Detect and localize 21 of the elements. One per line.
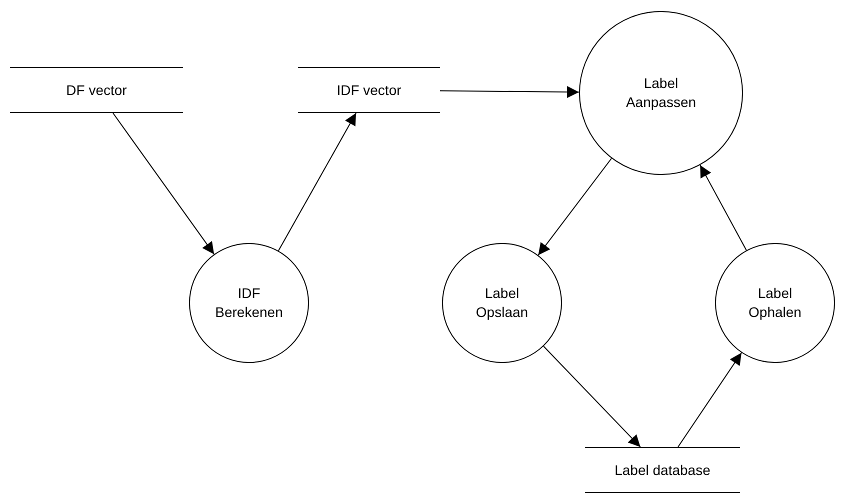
arrow — [543, 346, 641, 448]
node-label: IDF vector — [336, 80, 402, 100]
node-label: Label Ophalen — [748, 284, 802, 322]
process-circle — [715, 243, 835, 363]
process-circle — [189, 243, 309, 363]
data-store — [10, 67, 183, 113]
arrow — [278, 112, 357, 252]
arrow — [440, 86, 580, 98]
arrow — [112, 112, 215, 255]
data-store — [585, 447, 740, 493]
arrow — [678, 352, 742, 448]
node-label: Label database — [614, 460, 710, 480]
node-label: IDF Berekenen — [214, 284, 284, 322]
process-circle — [442, 243, 562, 363]
process-circle — [579, 11, 743, 175]
node-label: Label Opslaan — [474, 284, 530, 322]
arrow — [700, 164, 747, 251]
data-store — [298, 67, 440, 113]
node-label: DF vector — [66, 80, 127, 100]
node-label: Label Aanpassen — [624, 74, 698, 112]
arrow — [538, 158, 612, 256]
